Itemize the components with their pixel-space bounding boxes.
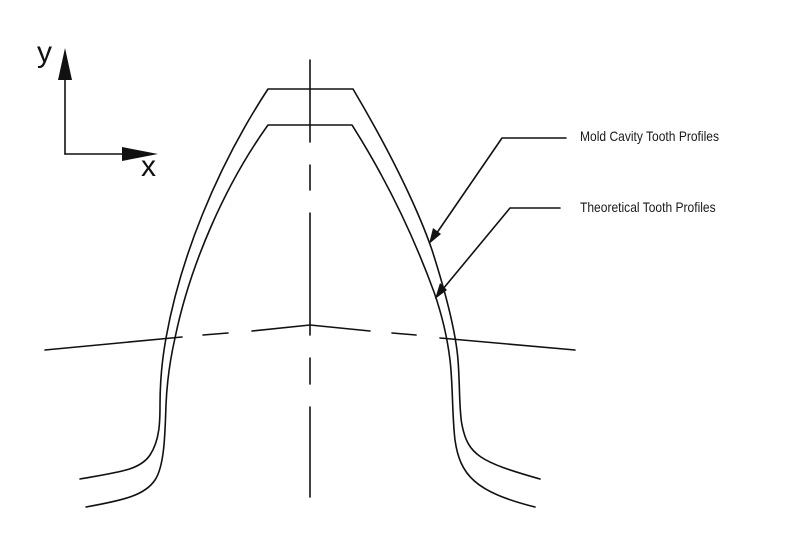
- label-theoretical: Theoretical Tooth Profiles: [580, 199, 716, 215]
- mold-cavity-profile: [79, 88, 541, 480]
- leader-mold-cavity: [431, 137, 567, 241]
- leader-theoretical: [437, 207, 561, 296]
- theoretical-profile: [85, 124, 536, 508]
- arrowhead-mold-cavity-icon: [429, 228, 441, 244]
- label-mold-cavity: Mold Cavity Tooth Profiles: [580, 128, 719, 144]
- y-axis-label: y: [37, 36, 52, 69]
- arrowhead-theoretical-icon: [435, 283, 447, 299]
- pitch-line: [44, 324, 576, 351]
- y-axis-arrow-icon: [58, 48, 72, 80]
- coordinate-axes-icon: [64, 74, 129, 155]
- x-axis-label: x: [141, 150, 156, 183]
- x-axis-arrow-icon: [122, 147, 158, 161]
